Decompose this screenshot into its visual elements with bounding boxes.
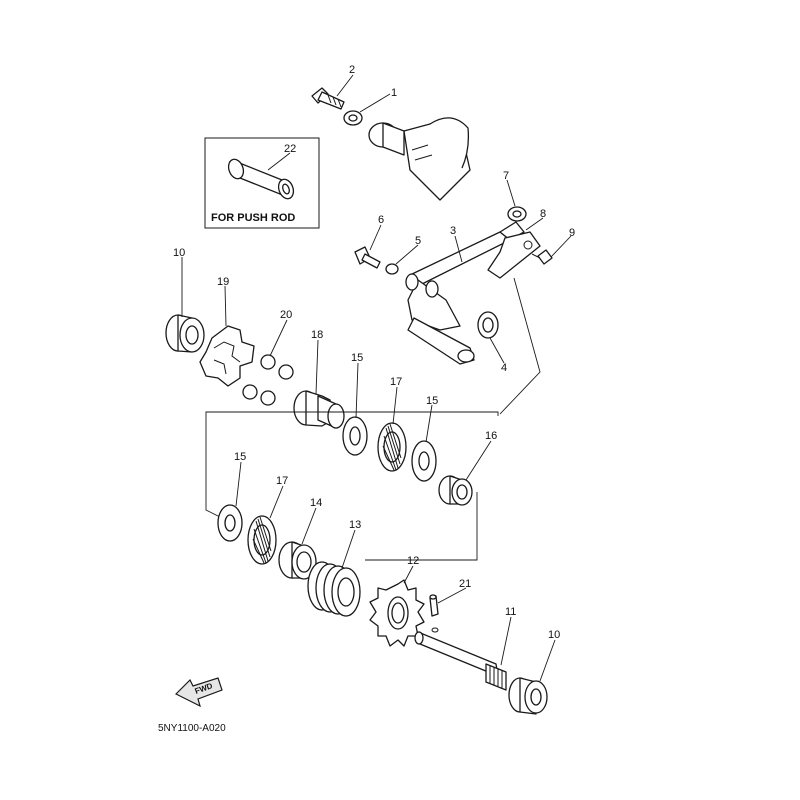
callout-2: 2 <box>349 64 355 76</box>
collar-7 <box>507 206 527 222</box>
callout-7: 7 <box>503 170 509 182</box>
callout-15-middle: 15 <box>426 395 438 407</box>
shaft-11 <box>414 631 507 691</box>
callout-14: 14 <box>310 497 322 509</box>
balls-20 <box>242 354 294 406</box>
washer-15-middle <box>411 440 437 482</box>
collar-14 <box>278 541 317 580</box>
callout-labels: 2 1 22 7 8 6 5 3 9 10 19 20 18 15 17 15 … <box>173 64 575 641</box>
callout-4: 4 <box>501 362 507 374</box>
callout-9: 9 <box>569 227 575 239</box>
callout-15-upper: 15 <box>351 352 363 364</box>
lever-shaft-assembly <box>368 117 471 201</box>
push-rod-22 <box>227 158 295 200</box>
leader-lines <box>181 74 572 682</box>
callout-20: 20 <box>280 309 292 321</box>
callout-21: 21 <box>459 578 471 590</box>
bracket-8 <box>487 231 541 279</box>
callout-12: 12 <box>407 555 419 567</box>
thrust-bearing-17-lower <box>247 515 277 565</box>
callout-6: 6 <box>378 214 384 226</box>
callout-3: 3 <box>450 225 456 237</box>
callout-10-upper: 10 <box>173 247 185 259</box>
lever-arm-3 <box>405 221 525 365</box>
callout-16: 16 <box>485 430 497 442</box>
pin-21 <box>429 594 439 633</box>
inset-label: FOR PUSH ROD <box>211 212 295 224</box>
washer-5 <box>385 263 399 275</box>
callout-17-upper: 17 <box>390 376 402 388</box>
callout-18: 18 <box>311 329 323 341</box>
washer-15-upper <box>342 416 368 456</box>
callout-5: 5 <box>415 235 421 247</box>
callout-22: 22 <box>284 143 296 155</box>
callout-10-lower: 10 <box>548 629 560 641</box>
washer-15-lower <box>217 504 243 542</box>
callout-1: 1 <box>391 87 397 99</box>
bearing-10-lower <box>508 677 548 715</box>
callout-8: 8 <box>540 208 546 220</box>
bolt-2 <box>311 87 345 110</box>
callout-15-lower: 15 <box>234 451 246 463</box>
thrust-bearing-17-upper <box>377 422 407 472</box>
callout-19: 19 <box>217 276 229 288</box>
callout-17-lower: 17 <box>276 475 288 487</box>
bolt-6 <box>354 246 381 269</box>
cam-19 <box>199 325 255 387</box>
sprocket-12 <box>369 579 425 647</box>
diagram-code: 5NY1100-A020 <box>158 723 226 734</box>
bearing-10-upper <box>165 314 205 353</box>
collar-4 <box>477 311 499 339</box>
collar-16 <box>438 475 473 506</box>
callout-13: 13 <box>349 519 361 531</box>
spring-13 <box>307 561 361 617</box>
washer-1 <box>343 110 363 126</box>
fwd-arrow-icon: FWD <box>174 677 223 708</box>
callout-11: 11 <box>505 606 516 618</box>
push-rod-inset: FOR PUSH ROD <box>204 137 320 229</box>
sleeve-18 <box>293 390 345 429</box>
bolt-9 <box>531 249 553 265</box>
